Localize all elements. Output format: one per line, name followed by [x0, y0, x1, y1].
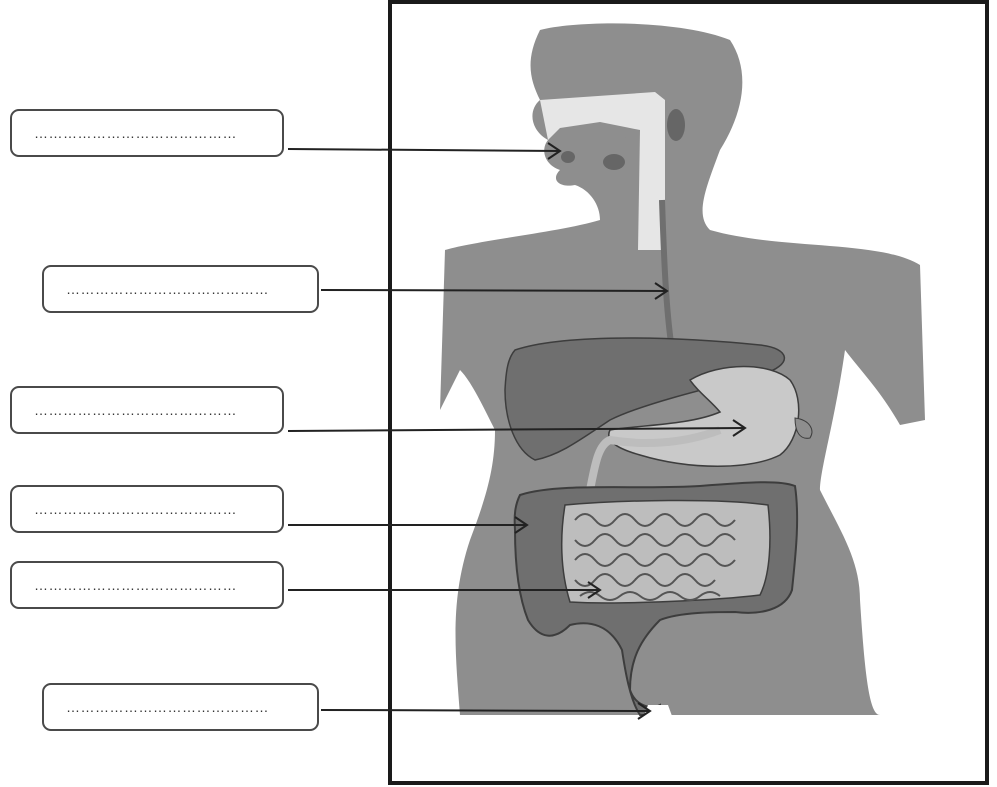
answer-box-5[interactable]: ……………………………………: [10, 561, 284, 609]
answer-box-1[interactable]: ……………………………………: [10, 109, 284, 157]
small-intestine-area: [562, 500, 770, 602]
answer-placeholder-3: ……………………………………: [34, 402, 237, 418]
salivary-gland: [667, 109, 685, 141]
arrow-mouth: [288, 149, 560, 151]
gland-3: [561, 151, 575, 163]
answer-placeholder-1: ……………………………………: [34, 125, 237, 141]
answer-box-2[interactable]: ……………………………………: [42, 265, 319, 313]
answer-placeholder-4: ……………………………………: [34, 501, 237, 517]
answer-placeholder-5: ……………………………………: [34, 577, 237, 593]
arrow-anus: [321, 710, 650, 711]
answer-box-6[interactable]: ……………………………………: [42, 683, 319, 731]
answer-placeholder-6: ……………………………………: [66, 699, 269, 715]
arrow-oesophagus: [321, 290, 667, 291]
answer-box-4[interactable]: ……………………………………: [10, 485, 284, 533]
answer-placeholder-2: ……………………………………: [66, 281, 269, 297]
answer-box-3[interactable]: ……………………………………: [10, 386, 284, 434]
gland-2: [603, 154, 625, 170]
